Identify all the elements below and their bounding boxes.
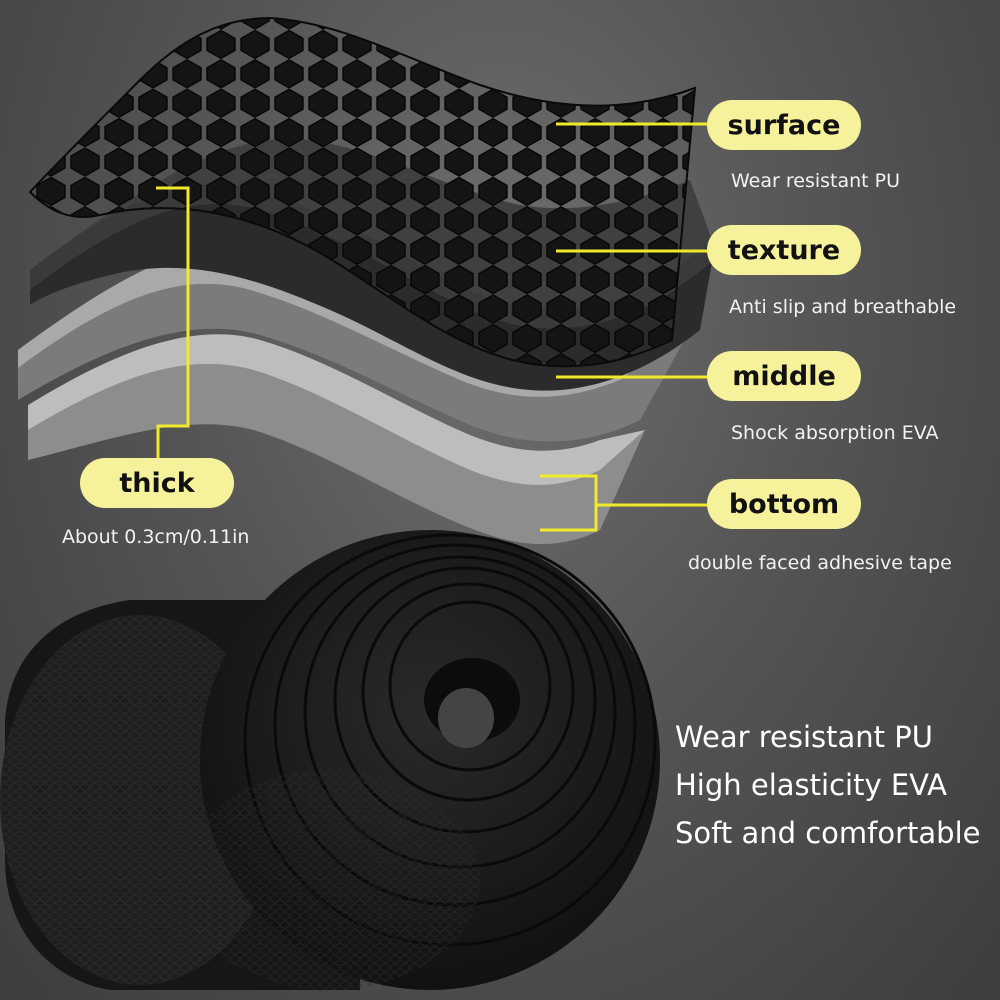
bottom-description: double faced adhesive tape: [688, 552, 952, 574]
tape-rolls: [0, 530, 660, 990]
surface-description: Wear resistant PU: [731, 170, 901, 192]
middle-callout: middle: [707, 351, 861, 401]
bottom-bracket: [540, 474, 598, 532]
leader-lines: [156, 122, 708, 532]
middle-description: Shock absorption EVA: [731, 422, 939, 444]
feature-soft-comfortable: Soft and comfortable: [675, 816, 981, 850]
bottom-layer: [28, 334, 645, 545]
feature-wear-resistant: Wear resistant PU: [675, 720, 933, 754]
bottom-callout: bottom: [707, 479, 861, 529]
texture-callout: texture: [707, 225, 861, 275]
surface-layer: [28, 16, 697, 368]
thick-callout: thick: [80, 458, 234, 508]
thickness-value: About 0.3cm/0.11in: [62, 526, 250, 548]
texture-description: Anti slip and breathable: [729, 296, 957, 318]
surface-callout: surface: [707, 100, 861, 150]
feature-high-elasticity: High elasticity EVA: [675, 768, 947, 802]
thick-leader: [156, 186, 190, 458]
